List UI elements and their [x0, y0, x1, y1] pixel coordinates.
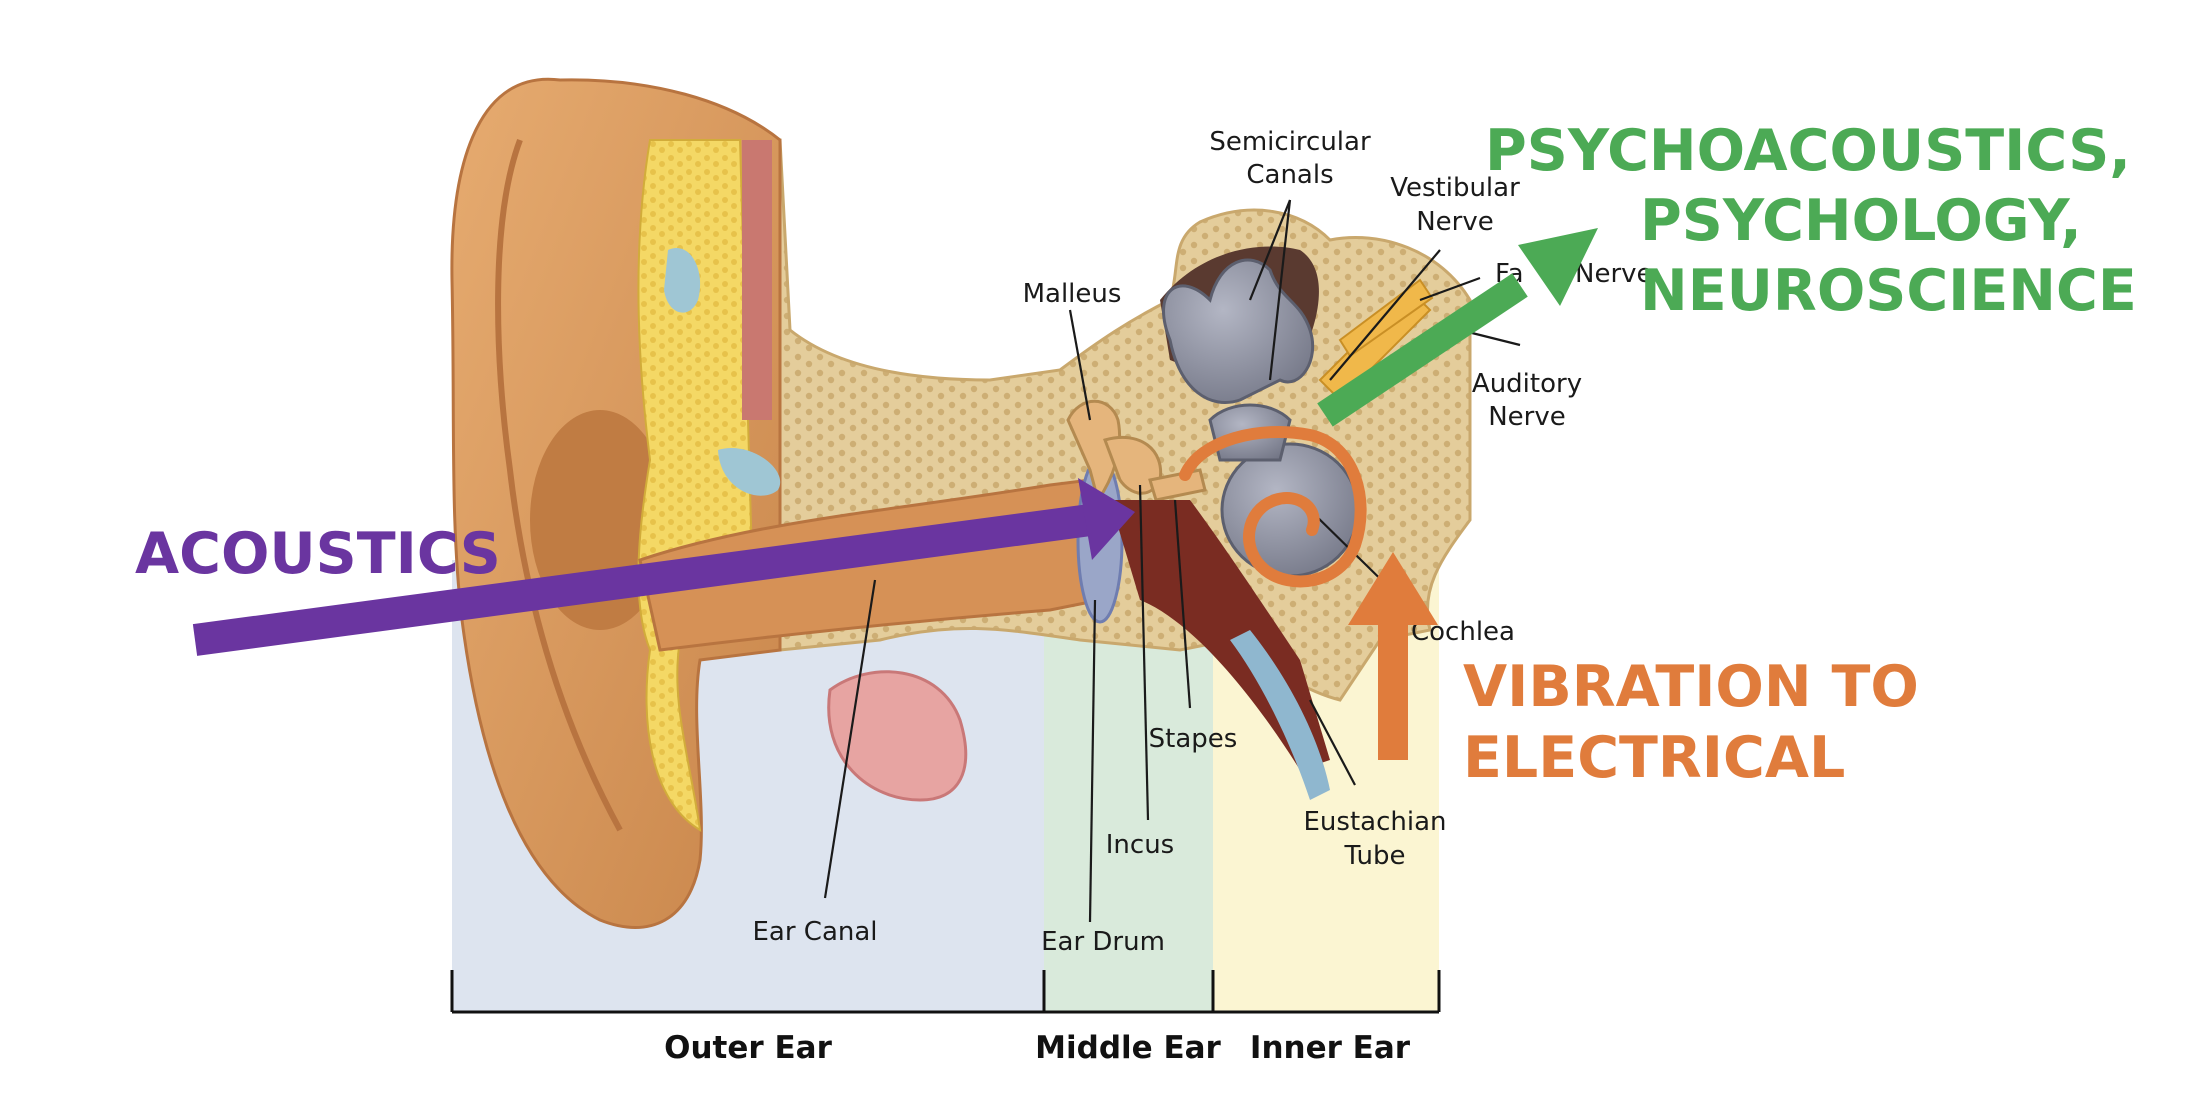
- label-semicircular-2: Canals: [1246, 160, 1333, 190]
- label-eustachian-2: Tube: [1344, 841, 1406, 871]
- leader-incus: [1138, 484, 1150, 821]
- leader-facial: [1419, 276, 1481, 302]
- label-auditory-2: Nerve: [1488, 402, 1566, 432]
- psycho-text-3: NEUROSCIENCE: [1640, 258, 2137, 324]
- parotid-gland: [827, 670, 968, 802]
- psycho-arrow-head: [1518, 228, 1598, 306]
- cartilage-blue-1: [664, 248, 701, 313]
- acoustics-arrow-head: [1078, 478, 1135, 560]
- malleus-bone: [1066, 399, 1122, 504]
- label-semicircular-1: Semicircular: [1209, 127, 1371, 157]
- label-malleus: Malleus: [1023, 279, 1122, 309]
- label-ear-canal: Ear Canal: [752, 917, 877, 947]
- acoustics-arrow-shaft: [192, 504, 1093, 656]
- leader-malleus: [1068, 309, 1092, 421]
- section-label-middle: Middle Ear: [1035, 1030, 1221, 1066]
- leader-vestibular: [1329, 249, 1441, 381]
- eustachian-tube-shape: [1230, 630, 1330, 800]
- auricular-muscle: [742, 140, 772, 420]
- section-label-outer: Outer Ear: [664, 1030, 832, 1066]
- vibration-arrow-head: [1348, 552, 1438, 625]
- semicircular-canals-shape: [1162, 258, 1315, 404]
- label-vestibular-1: Vestibular: [1390, 173, 1520, 203]
- orange-spiral: [1179, 426, 1367, 588]
- vibration-text-2: ELECTRICAL: [1463, 725, 1845, 791]
- section-label-inner: Inner Ear: [1250, 1030, 1411, 1066]
- label-incus: Incus: [1106, 830, 1174, 860]
- vibration-arrow-shaft: [1378, 620, 1408, 760]
- label-auditory-1: Auditory: [1472, 369, 1582, 399]
- leader-ear-canal: [823, 579, 877, 899]
- acoustics-text: ACOUSTICS: [135, 521, 501, 587]
- vibration-text-1: VIBRATION TO: [1463, 654, 1919, 720]
- cartilage-blue-2: [718, 448, 781, 496]
- cochlea-shape: [1220, 442, 1360, 578]
- label-vestibular-2: Nerve: [1416, 207, 1494, 237]
- section-bracket: [450, 970, 1441, 1014]
- label-ear-drum: Ear Drum: [1041, 927, 1165, 957]
- leader-ear-drum: [1088, 599, 1097, 923]
- psycho-text-2: PSYCHOLOGY,: [1640, 188, 2082, 254]
- label-facial-2: Nerve: [1575, 259, 1653, 289]
- label-stapes: Stapes: [1149, 724, 1238, 754]
- psycho-arrow-shaft: [1317, 273, 1528, 427]
- psycho-text-1: PSYCHOACOUSTICS,: [1485, 118, 2131, 184]
- helix-fold: [495, 138, 623, 832]
- leader-eustachian: [1309, 699, 1356, 786]
- leader-semicircular: [1248, 199, 1292, 301]
- leader-stapes: [1173, 499, 1192, 709]
- leader-semicircular-2: [1268, 199, 1292, 381]
- facial-nerve-bundle: [1338, 278, 1434, 358]
- label-eustachian-1: Eustachian: [1304, 807, 1447, 837]
